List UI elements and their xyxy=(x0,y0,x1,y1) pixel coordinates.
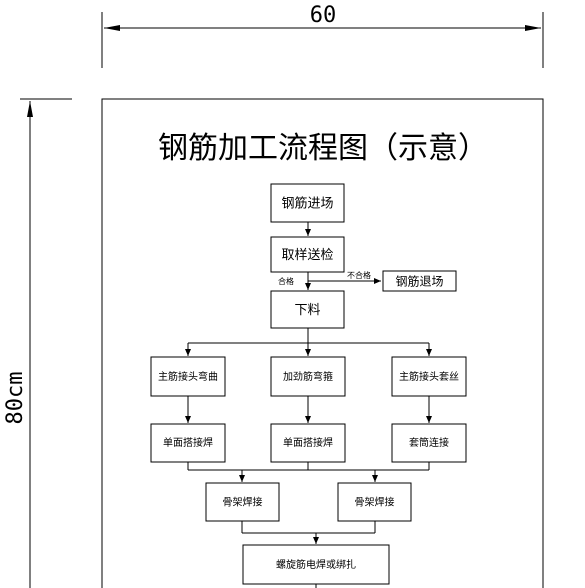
node-cage-left: 骨架焊接 xyxy=(205,482,280,522)
connectors xyxy=(185,222,432,588)
node-weld-mid-label: 单面搭接焊 xyxy=(283,436,333,449)
node-rejected-label: 钢筋退场 xyxy=(395,274,443,289)
node-spiral: 螺旋筋电焊或绑扎 xyxy=(242,544,390,585)
node-weld-left: 单面搭接焊 xyxy=(150,423,226,463)
dimension-arrow-right xyxy=(525,25,541,31)
node-stiffener-bend-label: 加劲筋弯箍 xyxy=(283,370,333,383)
node-rejected: 钢筋退场 xyxy=(382,270,457,292)
node-arrival: 钢筋进场 xyxy=(270,183,345,223)
dimension-arrow-top xyxy=(27,101,33,117)
height-dimension-label: 80cm xyxy=(3,372,28,425)
drawing-frame xyxy=(101,98,544,588)
dimension-arrow-left xyxy=(104,25,120,31)
node-main-thread: 主筋接头套丝 xyxy=(391,356,467,397)
node-cage-right-label: 骨架焊接 xyxy=(355,496,395,509)
width-dimension-label: 60 xyxy=(310,3,337,28)
node-spiral-label: 螺旋筋电焊或绑扎 xyxy=(276,558,356,571)
node-main-bend: 主筋接头弯曲 xyxy=(150,356,226,397)
node-sleeve-label: 套筒连接 xyxy=(409,436,449,449)
diagram-title: 钢筋加工流程图（示意） xyxy=(158,131,488,166)
node-weld-left-label: 单面搭接焊 xyxy=(163,436,213,449)
node-stiffener-bend: 加劲筋弯箍 xyxy=(270,356,346,397)
node-sampling-label: 取样送检 xyxy=(281,248,333,263)
node-sampling: 取样送检 xyxy=(270,236,345,273)
node-cutting: 下料 xyxy=(270,290,345,329)
width-dimension: 60 xyxy=(101,3,544,68)
node-main-bend-label: 主筋接头弯曲 xyxy=(158,370,218,383)
node-arrival-label: 钢筋进场 xyxy=(281,196,333,212)
node-cage-right: 骨架焊接 xyxy=(337,482,412,522)
node-cage-left-label: 骨架焊接 xyxy=(223,496,263,509)
node-main-thread-label: 主筋接头套丝 xyxy=(399,370,459,383)
edge-label-fail: 不合格 xyxy=(347,270,371,280)
height-dimension: 80cm xyxy=(3,98,72,588)
node-weld-mid: 单面搭接焊 xyxy=(270,423,346,463)
edge-label-pass: 合格 xyxy=(278,276,294,286)
node-sleeve: 套筒连接 xyxy=(391,423,467,463)
node-cutting-label: 下料 xyxy=(294,303,320,318)
